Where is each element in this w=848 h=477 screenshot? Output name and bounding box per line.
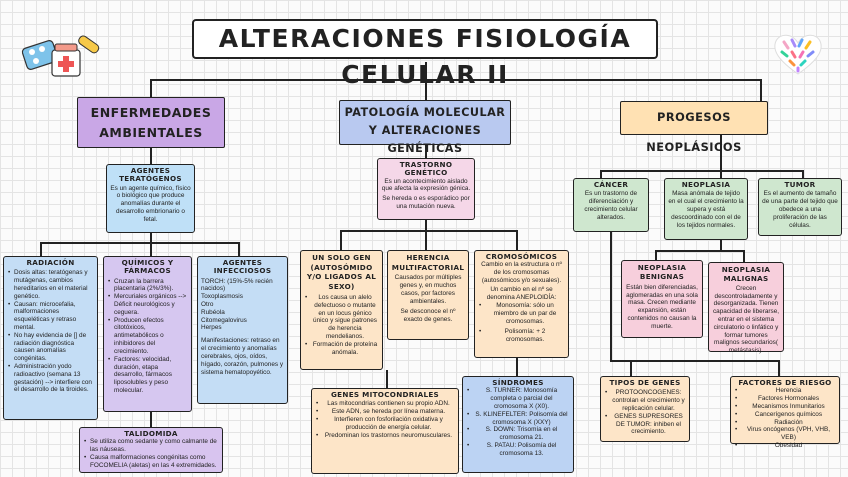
tumor-text: Es el aumento de tamaño de una parte del… <box>762 190 838 229</box>
quimicos-item: Mercuriales orgánicos --> Déficit neurol… <box>107 293 188 316</box>
teratogenos-box: AGENTES TERATÓGENOS Es un agente químico… <box>106 164 195 233</box>
riesgo-item: Factores Hormonales <box>734 395 836 403</box>
cromosomicos-title: CROMOSÓMICOS <box>478 253 565 261</box>
category-genetica-label: PATOLOGÍA MOLECULAR Y ALTERACIONES GENÉT… <box>340 101 510 161</box>
mitocondriales-box: GENES MITOCONDRIALES Las mitocondrias co… <box>311 388 459 474</box>
riesgo-item: Virus oncógenos (VPH, VHB, VEB) <box>734 426 836 442</box>
mitocondriales-item: Este ADN, se hereda por línea materna. <box>315 408 455 416</box>
cancer-title: CÁNCER <box>577 181 645 189</box>
mitocondriales-title: GENES MITOCONDRIALES <box>315 391 455 399</box>
cancer-text: Es un trastorno de diferenciación y crec… <box>577 190 645 221</box>
neoplasia-text: Masa anómala de tejido en el cual el cre… <box>668 190 744 229</box>
pills-syringe-icon <box>18 34 104 78</box>
quimicos-item: Producen efectos citotóxicos, antimetabó… <box>107 317 188 356</box>
page-title: ALTERACIONES FISIOLOGÍA CELULAR II <box>192 19 658 59</box>
radiacion-item: Administración yodo radioactivo (semana … <box>7 363 94 394</box>
quimicos-title: QUÍMICOS Y FÁRMACOS <box>107 259 188 276</box>
quimicos-item: Cruzan la barrera placentaria (2%/3%). <box>107 278 188 294</box>
infecciosos-list-item: Toxoplasmosis <box>201 293 284 301</box>
tumor-box: TUMOR Es el aumento de tamaño de una par… <box>758 178 842 236</box>
riesgo-item: Radiación <box>734 419 836 427</box>
riesgo-item: Mecanismos Inmunitarios <box>734 403 836 411</box>
cromosomicos-text: Un cambio en el nº se denomina ANEPLOIDÍ… <box>478 286 565 302</box>
talidomida-title: TALIDOMIDA <box>83 430 219 438</box>
radiacion-title: RADIACIÓN <box>7 259 94 267</box>
cromosomicos-box: CROMOSÓMICOS Cambio en la estructura o n… <box>474 250 569 358</box>
cromosomicos-item: Monosomía: sólo un miembro de un par de … <box>478 302 565 325</box>
malignas-text: Crecen descontroladamente y desorganizad… <box>712 285 780 355</box>
trastorno-text: Es un acontecimiento aislado que afecta … <box>381 178 471 194</box>
infecciosos-torch: TORCH: (15%-5% recién nacidos) <box>201 278 284 294</box>
neoplasia-box: NEOPLASIA Masa anómala de tejido en el c… <box>664 178 748 240</box>
infecciosos-list-item: Citomegalovirus <box>201 317 284 325</box>
talidomida-item: Se utiliza como sedante y como calmante … <box>83 438 219 454</box>
riesgo-title: FACTORES DE RIESGO <box>734 379 836 387</box>
infecciosos-list-item: Otro <box>201 301 284 309</box>
sindromes-item: S. DOWN: Trisomía en el cromosoma 21. <box>466 426 570 442</box>
benignas-text: Están bien diferenciadas, aglomeradas en… <box>625 284 699 331</box>
cromosomicos-item: Polisomía: + 2 cromosomas. <box>478 328 565 344</box>
category-genetica: PATOLOGÍA MOLECULAR Y ALTERACIONES GENÉT… <box>339 100 511 145</box>
herencia-box: HERENCIA MULTIFACTORIAL Causados por múl… <box>387 250 469 340</box>
mitocondriales-item: Predominan los trastornos neuromusculare… <box>315 432 455 440</box>
sindromes-box: SÍNDROMES S. TURNER: Monosomía completa … <box>462 376 574 473</box>
solo-gen-title: UN SOLO GEN (AUTOSÓMIDO Y/O LIGADOS AL S… <box>304 253 379 292</box>
teratogenos-text: Es un agente químico, físico o biológico… <box>110 185 191 224</box>
category-neoplasicos: PROGESOS NEOPLÁSICOS <box>620 101 768 135</box>
radiacion-box: RADIACIÓN Dosis altas: teratógenas y mut… <box>3 256 98 420</box>
quimicos-item: Factores: velocidad, duración, etapa des… <box>107 356 188 395</box>
radiacion-item: Dosis altas: teratógenas y mutágenas, ca… <box>7 269 94 300</box>
factores-riesgo-box: FACTORES DE RIESGO Herencia Factores Hor… <box>730 376 840 444</box>
infecciosos-list-item: Rubéola <box>201 309 284 317</box>
solo-gen-box: UN SOLO GEN (AUTOSÓMIDO Y/O LIGADOS AL S… <box>300 250 383 370</box>
mitocondriales-item: Interfieren con fosforilación oxidativa … <box>315 416 455 432</box>
riesgo-item: Cancerígenos químicos <box>734 411 836 419</box>
herencia-title: HERENCIA MULTIFACTORIAL <box>391 253 465 272</box>
malignas-title: NEOPLASIA MALIGNAS <box>712 265 780 284</box>
riesgo-item: Obesidad <box>734 442 836 450</box>
teratogenos-title: AGENTES TERATÓGENOS <box>110 167 191 184</box>
tipos-genes-box: TIPOS DE GENES PROTOONCOGENES: controlan… <box>600 376 690 442</box>
herencia-text: Causados por múltiples genes y, en mucho… <box>391 274 465 305</box>
trastorno-title: TRASTORNO GENÉTICO <box>381 161 471 178</box>
tipos-genes-item: PROTOONCOGENES: controlan el crecimiento… <box>604 389 686 412</box>
category-neoplasicos-label: PROGESOS NEOPLÁSICOS <box>621 102 767 162</box>
tipos-genes-item: GENES SUPRESORES DE TUMOR: inhiben el cr… <box>604 413 686 436</box>
herencia-text: Se desconoce el nº exacto de genes. <box>391 308 465 324</box>
neoplasia-malignas-box: NEOPLASIA MALIGNAS Crecen descontroladam… <box>708 262 784 352</box>
tipos-genes-title: TIPOS DE GENES <box>604 379 686 387</box>
infecciosos-title: AGENTES INFECCIOSOS <box>201 259 284 276</box>
infecciosos-box: AGENTES INFECCIOSOS TORCH: (15%-5% recié… <box>197 256 288 404</box>
category-ambientales-label: ENFERMEDADES AMBIENTALES <box>78 98 224 148</box>
sindromes-item: S. KLINEFELTER: Polisomía del cromosoma … <box>466 411 570 427</box>
infecciosos-manifestaciones: Manifestaciones: retraso en el crecimien… <box>201 337 284 376</box>
solo-gen-item: Formación de proteína anómala. <box>304 341 379 357</box>
radiacion-item: No hay evidencia de [] de radiación diag… <box>7 332 94 363</box>
tumor-title: TUMOR <box>762 181 838 189</box>
infecciosos-list-item: Herpes <box>201 324 284 332</box>
cancer-box: CÁNCER Es un trastorno de diferenciación… <box>573 178 649 232</box>
neoplasia-benignas-box: NEOPLASIA BENIGNAS Están bien diferencia… <box>621 260 703 338</box>
sindromes-item: S. PATAU: Polisomía del cromosoma 13. <box>466 442 570 458</box>
radiacion-item: Causan: microcefalia, malformaciones esq… <box>7 301 94 332</box>
talidomida-box: TALIDOMIDA Se utiliza como sedante y com… <box>79 427 223 473</box>
sindromes-title: SÍNDROMES <box>466 379 570 387</box>
trastorno-box: TRASTORNO GENÉTICO Es un acontecimiento … <box>377 158 475 220</box>
cromosomicos-text: Cambio en la estructura o nº de los crom… <box>478 261 565 284</box>
category-ambientales: ENFERMEDADES AMBIENTALES <box>77 97 225 148</box>
benignas-title: NEOPLASIA BENIGNAS <box>625 263 699 282</box>
quimicos-box: QUÍMICOS Y FÁRMACOS Cruzan la barrera pl… <box>103 256 192 412</box>
ribbon-heart-icon <box>770 30 826 78</box>
talidomida-item: Causa malformaciones congénitas como FOC… <box>83 454 219 470</box>
riesgo-item: Herencia <box>734 387 836 395</box>
solo-gen-item: Los causa un alelo defectuoso o mutante … <box>304 294 379 341</box>
neoplasia-title: NEOPLASIA <box>668 181 744 189</box>
sindromes-item: S. TURNER: Monosomía completa o parcial … <box>466 387 570 410</box>
trastorno-text: Se hereda o es esporádico por una mutaci… <box>381 195 471 211</box>
mitocondriales-item: Las mitocondrias contienen su propio ADN… <box>315 400 455 408</box>
